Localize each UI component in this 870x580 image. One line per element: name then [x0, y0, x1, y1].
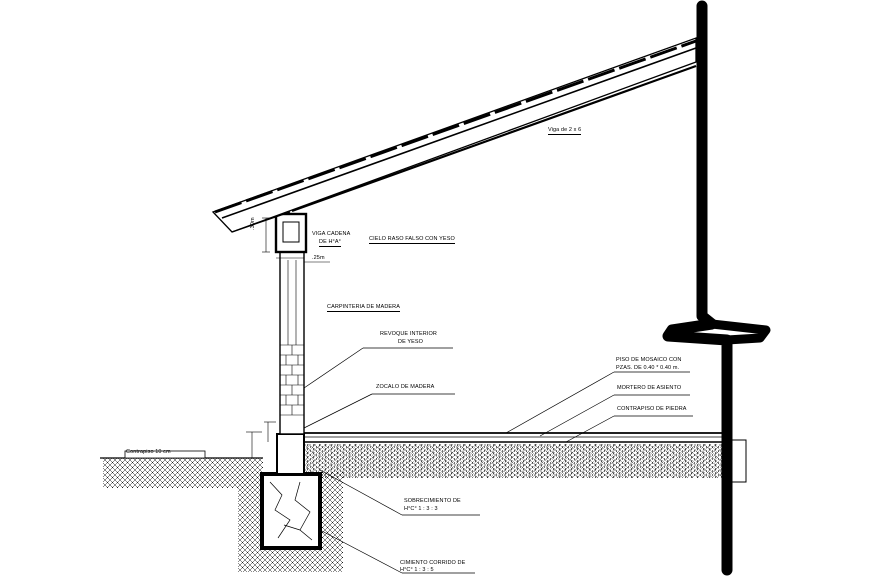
leader-lines: [303, 347, 693, 574]
dimension-25-label: .25m: [312, 255, 325, 261]
ground-exterior: [100, 450, 263, 488]
strip-footing: [260, 472, 322, 550]
plinth: [276, 433, 305, 475]
tie-beam: [274, 212, 308, 254]
mortar-label: MORTERO DE ASIENTO: [617, 385, 682, 391]
plaster-label-line2: DE YESO: [398, 339, 424, 345]
exterior-subfloor-label: Contrapiso 10 cm: [126, 449, 171, 455]
dimension-marks: [246, 217, 330, 458]
tie-beam-label-line2: DE H°A°: [319, 239, 341, 247]
adjacent-wall: [662, 0, 771, 576]
ceiling-label: CIELO RASO FALSO CON YESO: [369, 236, 455, 244]
ground-interior: [305, 444, 723, 478]
tile-floor-label-line1: PISO DE MOSAICO CON: [616, 357, 682, 363]
tie-beam-label-line1: VIGA CADENA: [312, 231, 351, 237]
baseboard-label: ZOCALO DE MADERA: [376, 384, 435, 390]
exterior-wall: [279, 251, 305, 435]
tile-floor-label-line2: PZAS. DE 0.40 * 0.40 m.: [616, 365, 680, 371]
carpentry-label: CARPINTERIA DE MADERA: [327, 304, 401, 312]
footing-label-line1: CIMIENTO CORRIDO DE: [400, 560, 466, 566]
plinth-label-line1: SOBRECIMIENTO DE: [404, 498, 461, 504]
footing-label-line2: H°C° 1 : 3 : 5: [400, 567, 434, 573]
plinth-label-line2: H°C° 1 : 3 : 3: [404, 506, 438, 512]
dimension-30-label: .30m: [250, 217, 256, 230]
stone-subfloor-label: CONTRAPISO DE PIEDRA: [617, 406, 687, 412]
plaster-label-line1: REVOQUE INTERIOR: [380, 331, 437, 337]
rafter-label: Viga de 2 x 6: [548, 127, 582, 135]
roof: [211, 37, 697, 233]
